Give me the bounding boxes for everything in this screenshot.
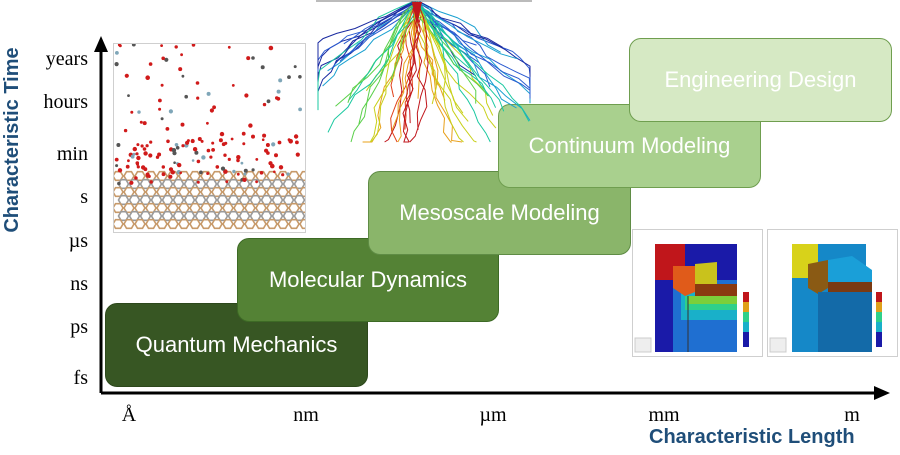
- x-tick-nm: nm: [293, 404, 319, 426]
- y-tick-years: years: [45, 48, 88, 70]
- y-tick-min: min: [56, 143, 88, 165]
- x-tick-um: µm: [479, 404, 507, 426]
- stress-contour-image-2: [767, 229, 898, 357]
- x-tick-mm: mm: [648, 404, 680, 426]
- y-tick-hours: hours: [43, 91, 88, 113]
- y-tick-ps: ps: [70, 316, 88, 338]
- y-tick-s: s: [80, 186, 88, 208]
- y-axis-title: Characteristic Time: [1, 47, 23, 233]
- x-tick-m: m: [844, 404, 860, 426]
- stress-contour-image-1: [632, 229, 763, 357]
- x-tick-angstrom: Å: [121, 404, 137, 426]
- x-axis-title: Characteristic Length: [649, 426, 855, 448]
- y-tick-us: µs: [68, 230, 88, 252]
- y-tick-fs: fs: [73, 367, 88, 389]
- y-tick-ns: ns: [70, 273, 88, 295]
- atomistic-surface-image: [113, 43, 306, 233]
- level-engineering-design: Engineering Design: [629, 38, 892, 122]
- crack-network-image: [316, 0, 532, 145]
